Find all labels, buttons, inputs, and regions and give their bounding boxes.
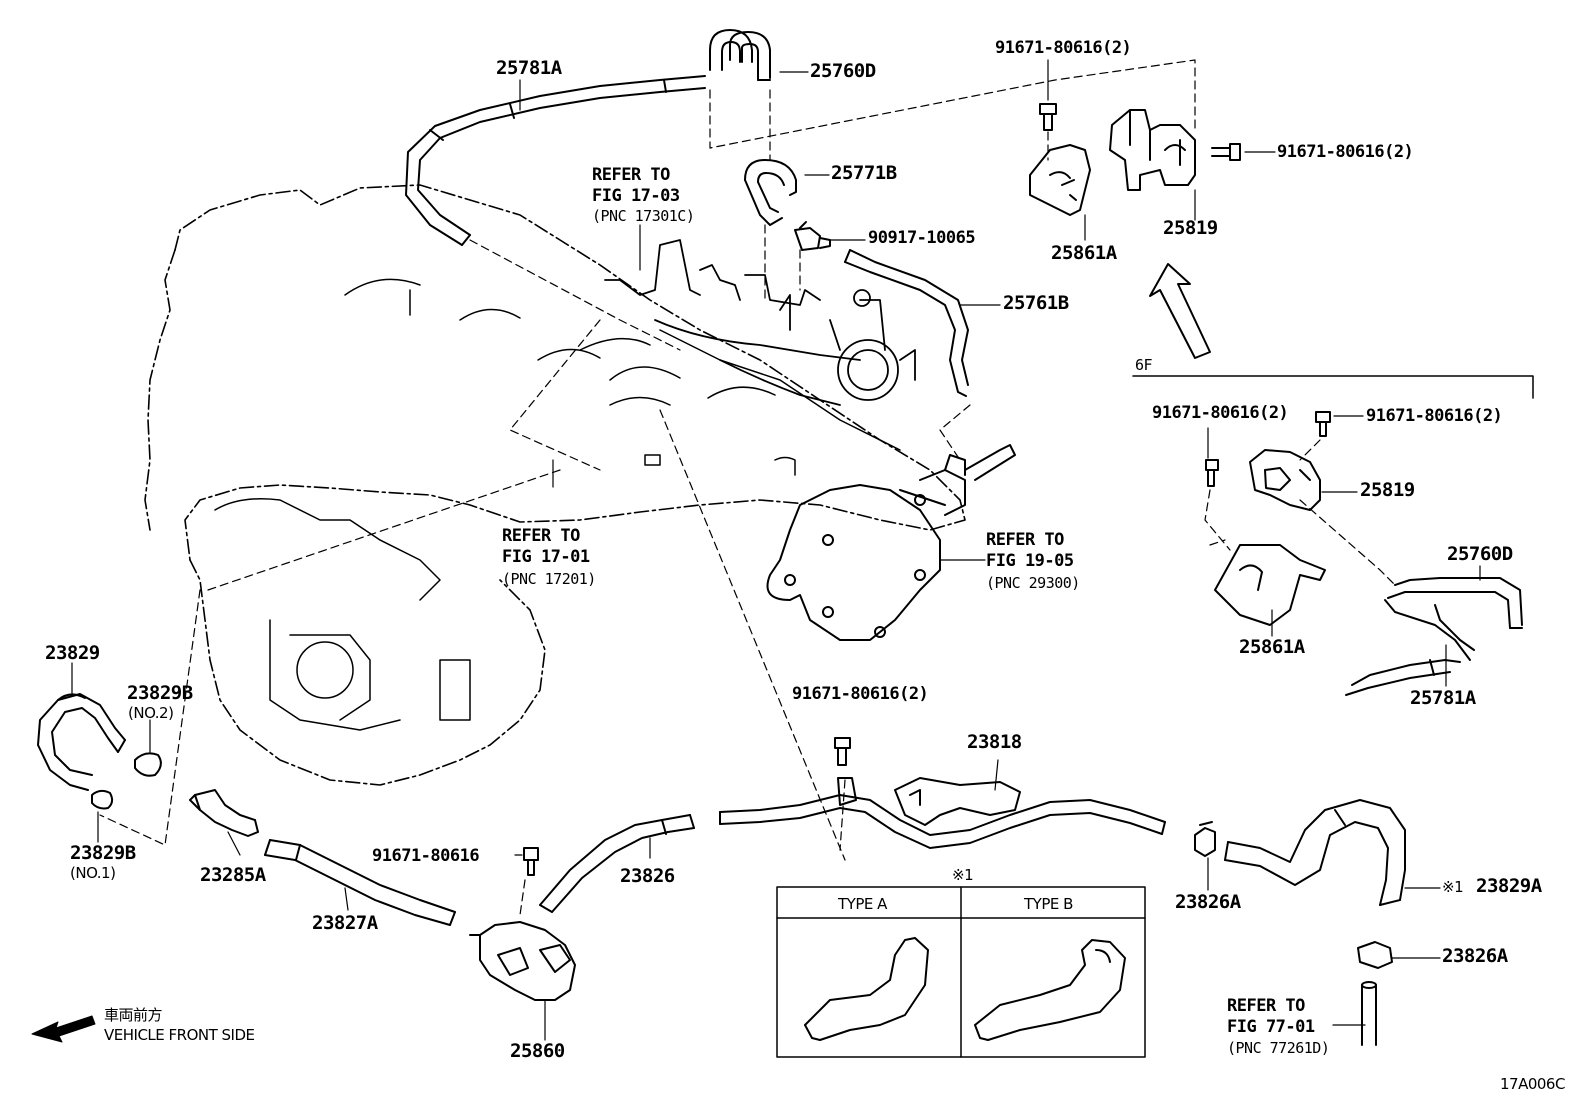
label-25819-top: 25819 [1163, 217, 1218, 239]
label-type-b: TYPE B [1024, 895, 1073, 913]
engine-outline [144, 184, 966, 786]
label-23285A: 23285A [200, 864, 266, 886]
label-bolt-23818: 91671-80616(2) [792, 684, 929, 704]
types-box [776, 886, 1146, 1058]
label-23829: 23829 [45, 642, 100, 664]
pipe-77261D-shape [1361, 981, 1377, 1046]
label-23818: 23818 [967, 731, 1022, 753]
label-23827A: 23827A [312, 912, 378, 934]
label-6F: 6F [1135, 356, 1153, 374]
inset-valve-shape [1249, 449, 1321, 511]
ref-fig-19-05-line1: REFER TO [986, 530, 1064, 550]
ref-fig-17-01-line1: REFER TO [502, 526, 580, 546]
ref-fig-77-01-line3: (PNC 77261D) [1227, 1039, 1330, 1057]
pipe-23818-shape [719, 777, 1166, 849]
hose-23826-shape [539, 814, 695, 913]
leader-lines [71, 59, 1481, 1041]
label-23829B-no2: 23829B [127, 682, 193, 704]
hose-23829A-shape [1224, 799, 1406, 906]
bolt-25860-shape [523, 847, 539, 876]
valve-25860-shape [469, 921, 576, 1001]
clamp-23826A-top-shape [1194, 821, 1216, 857]
label-25861A-top: 25861A [1051, 242, 1117, 264]
bolt-23818-shape [834, 737, 851, 766]
vacuum-pump [766, 444, 1016, 641]
diagram-id: 17A006C [1500, 1075, 1565, 1093]
inset-bracket-shape [1214, 544, 1326, 626]
label-90917-10065: 90917-10065 [868, 228, 976, 248]
label-inset-bolt-left: 91671-80616(2) [1152, 403, 1289, 423]
type-a-hose-shape [804, 937, 929, 1041]
ref-fig-17-03-line2: FIG 17-03 [592, 186, 680, 206]
label-23826A-bottom: 23826A [1442, 945, 1508, 967]
inset-hoses-shape [1345, 577, 1523, 696]
ref-fig-17-01-line3: (PNC 17201) [502, 570, 596, 588]
hose-23827A-shape [264, 839, 456, 926]
label-25771B: 25771B [831, 162, 897, 184]
label-23829B-no2-note: (NO.2) [128, 704, 174, 722]
label-types-mark: ※1 [952, 866, 974, 884]
type-b-hose-shape [974, 939, 1126, 1041]
label-inset-25819: 25819 [1360, 479, 1415, 501]
label-inset-25781A: 25781A [1410, 687, 1476, 709]
inset-6F-frame [1132, 375, 1534, 399]
clamp-23826A-bottom-shape [1357, 941, 1393, 969]
label-type-a: TYPE A [838, 895, 887, 913]
bolt-top-left-shape [1039, 103, 1057, 131]
hose-25771B-shape [744, 159, 797, 226]
ref-fig-19-05-line3: (PNC 29300) [986, 574, 1080, 592]
front-label-en: VEHICLE FRONT SIDE [104, 1026, 255, 1044]
label-bolt-25860: 91671-80616 [372, 846, 480, 866]
ref-fig-17-01-line2: FIG 17-01 [502, 547, 590, 567]
hose-25781A-shape [405, 75, 706, 246]
front-arrow-icon [31, 1015, 96, 1043]
ref-fig-17-03-line3: (PNC 17301C) [592, 207, 695, 225]
bolt-top-right-shape [1211, 143, 1241, 161]
hose-25760D-shape [709, 29, 771, 81]
connector-90917-shape [794, 221, 831, 251]
engine-detail [214, 278, 901, 731]
clamp-23829B-shapes [91, 752, 162, 810]
label-inset-25760D: 25760D [1447, 543, 1513, 565]
hose-25761B-shape [844, 249, 969, 397]
ref-fig-17-03-line1: REFER TO [592, 165, 670, 185]
ref-fig-77-01-line2: FIG 77-01 [1227, 1017, 1315, 1037]
label-23829B-no1: 23829B [70, 842, 136, 864]
label-inset-bolt-right: 91671-80616(2) [1366, 406, 1503, 426]
label-25761B: 25761B [1003, 292, 1069, 314]
label-23829A-mark: ※1 [1442, 878, 1464, 896]
label-23829A: 23829A [1476, 875, 1542, 897]
label-23826A-top: 23826A [1175, 891, 1241, 913]
label-23829B-no1-note: (NO.1) [70, 864, 116, 882]
label-inset-25861A: 25861A [1239, 636, 1305, 658]
front-label-jp: 車両前方 [104, 1006, 163, 1024]
valve-25819-top-shape [1109, 109, 1196, 191]
sensor-23285A-shape [189, 789, 259, 837]
inset-bolt-left-shape [1205, 459, 1219, 487]
label-bolt-top-left: 91671-80616(2) [995, 38, 1132, 58]
ref-fig-19-05-line2: FIG 19-05 [986, 551, 1074, 571]
hose-23829-shape [37, 693, 126, 791]
ref-fig-77-01-line1: REFER TO [1227, 996, 1305, 1016]
dashed-lines [99, 59, 1396, 916]
label-25860: 25860 [510, 1040, 565, 1062]
bracket-25861A-top-shape [1029, 144, 1091, 216]
inset-bolt-right-shape [1315, 411, 1331, 437]
label-25781A: 25781A [496, 57, 562, 79]
label-25760D: 25760D [810, 60, 876, 82]
intake-detail [604, 239, 916, 406]
label-bolt-top-right: 91671-80616(2) [1277, 142, 1414, 162]
label-23826: 23826 [620, 865, 675, 887]
direction-arrow [1149, 263, 1211, 359]
